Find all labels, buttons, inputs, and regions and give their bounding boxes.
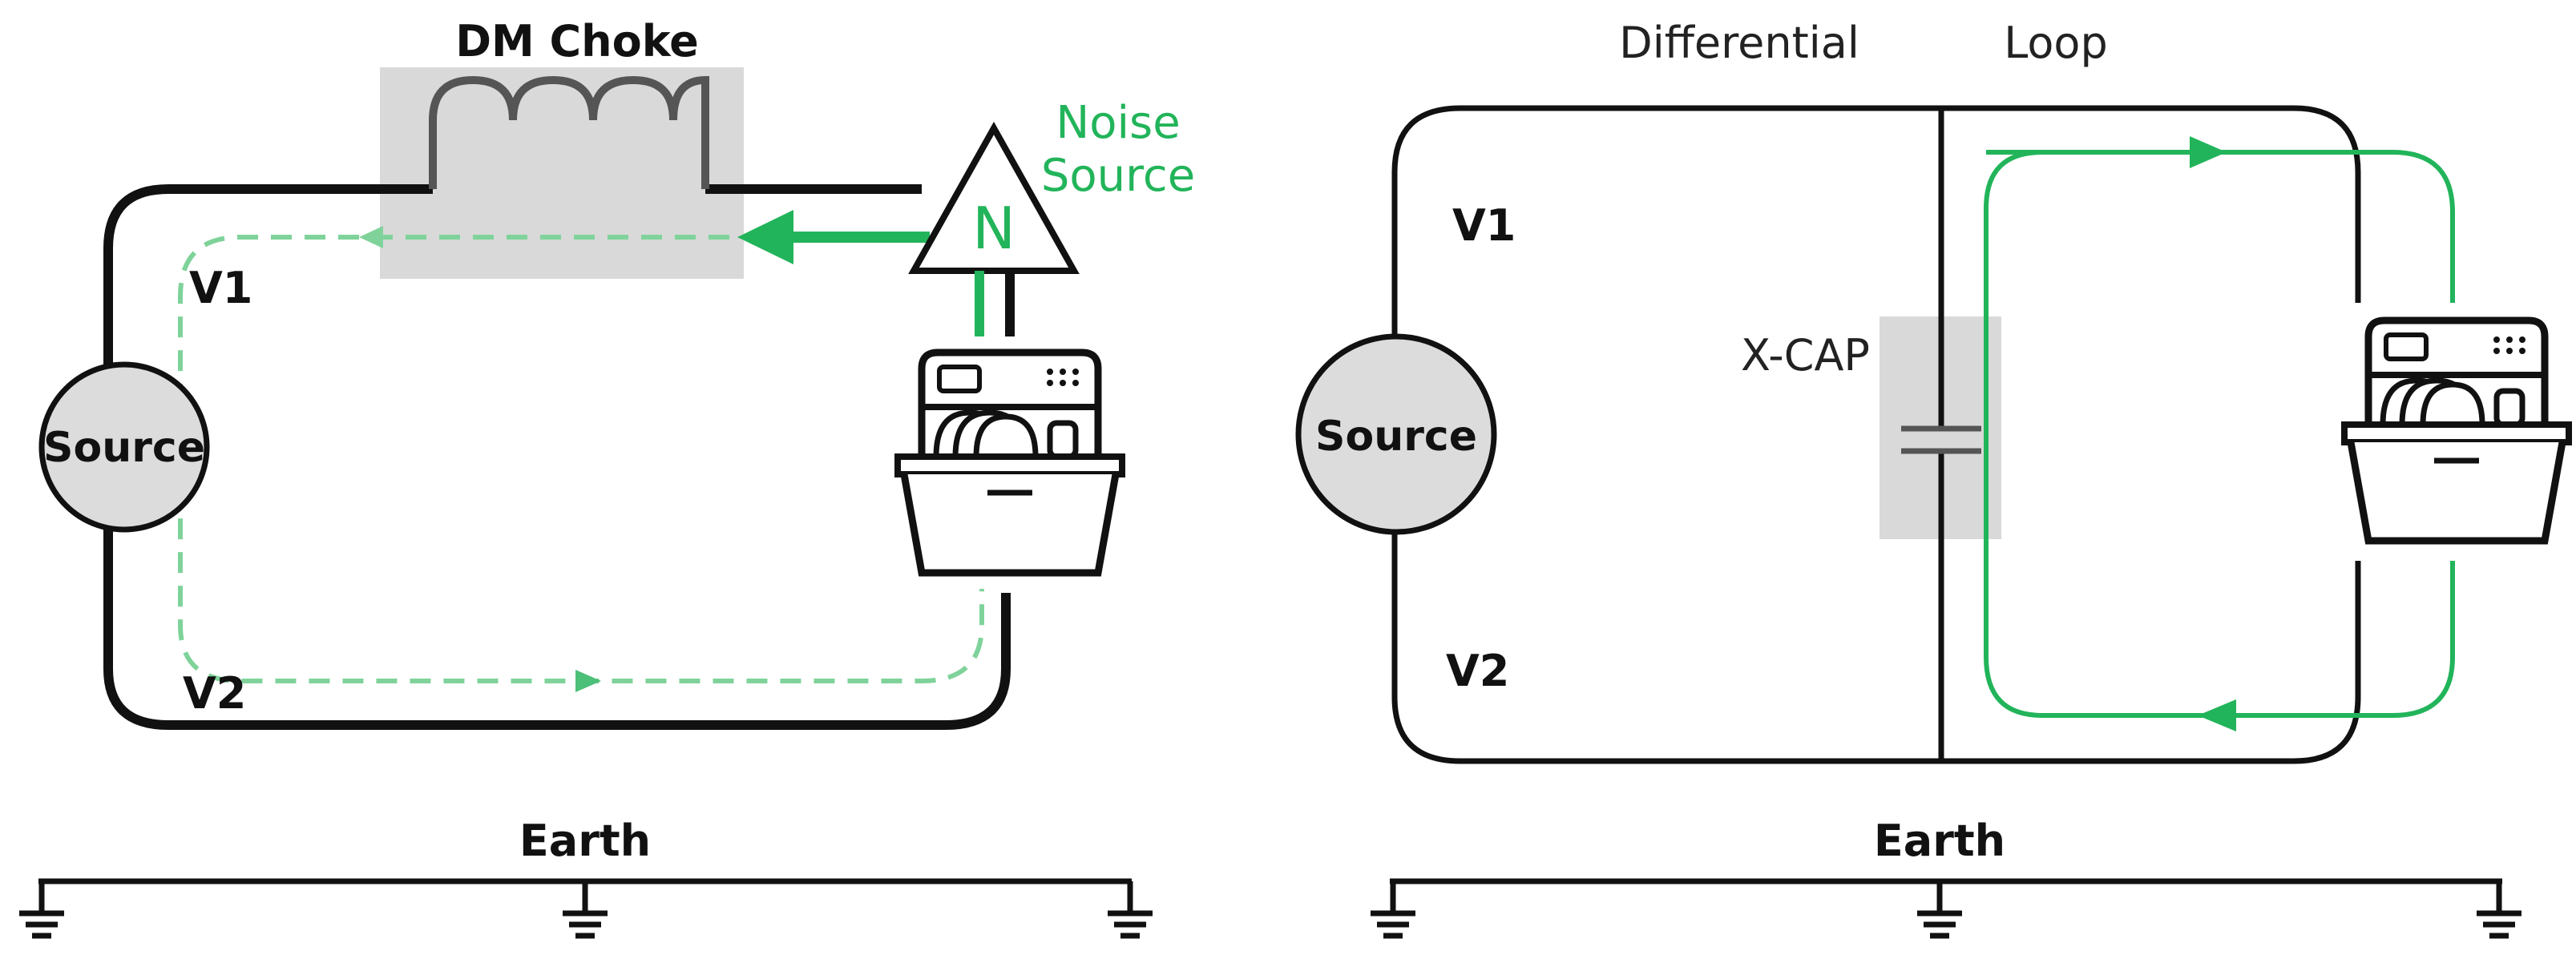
right-source-label: Source (1315, 413, 1477, 461)
right-ground-icon-3 (2477, 881, 2521, 936)
left-dashed-noise-path (178, 235, 984, 683)
left-v2-label: V2 (183, 668, 246, 719)
right-circuit-wire (1391, 105, 2361, 764)
left-dashed-arrow-bottom-icon (575, 670, 601, 692)
dm-choke-coil-icon (429, 75, 709, 189)
noise-label-line2: Source (1041, 150, 1195, 202)
noise-current-arrow-icon (737, 210, 793, 264)
left-dashed-arrow-top-icon (359, 226, 383, 248)
right-ground-icon-2 (1917, 881, 1962, 936)
left-ground-icon-1 (19, 881, 64, 936)
noise-source-triangle-icon (908, 121, 1080, 274)
left-ground-icon-2 (563, 881, 608, 936)
left-dishwasher-icon (898, 353, 1122, 573)
dm-choke-highlight (380, 67, 744, 279)
left-earth-label: Earth (519, 816, 651, 866)
dm-choke-label: DM Choke (455, 16, 699, 66)
right-dishwasher-icon (2344, 320, 2569, 541)
left-source-circle (38, 361, 210, 533)
left-panel: N DM Choke Noise Source V1 V2 Source Ear… (19, 16, 1195, 936)
differential-title-word1: Differential (1619, 18, 1859, 68)
differential-loop-arrow-bottom-icon (2198, 699, 2236, 731)
differential-title-word2: Loop (2004, 18, 2108, 68)
noise-source-symbol: N (972, 195, 1015, 262)
right-ground-icon-1 (1371, 881, 1415, 936)
differential-loop-arrow-top-icon (2190, 136, 2227, 168)
right-v1-label: V1 (1452, 200, 1516, 251)
noise-label-line1: Noise (1056, 97, 1180, 149)
left-circuit-wire (103, 184, 1011, 730)
left-v1-label: V1 (189, 263, 252, 313)
left-source-label: Source (43, 424, 205, 472)
right-v2-label: V2 (1446, 646, 1509, 696)
differential-loop-path (1984, 150, 2455, 718)
right-source-circle (1295, 333, 1497, 535)
right-panel: Differential Loop X-CAP V1 V2 Source Ear… (1295, 18, 2569, 936)
xcap-label: X-CAP (1741, 330, 1870, 381)
right-earth-label: Earth (1874, 816, 2005, 866)
left-ground-icon-3 (1108, 881, 1153, 936)
